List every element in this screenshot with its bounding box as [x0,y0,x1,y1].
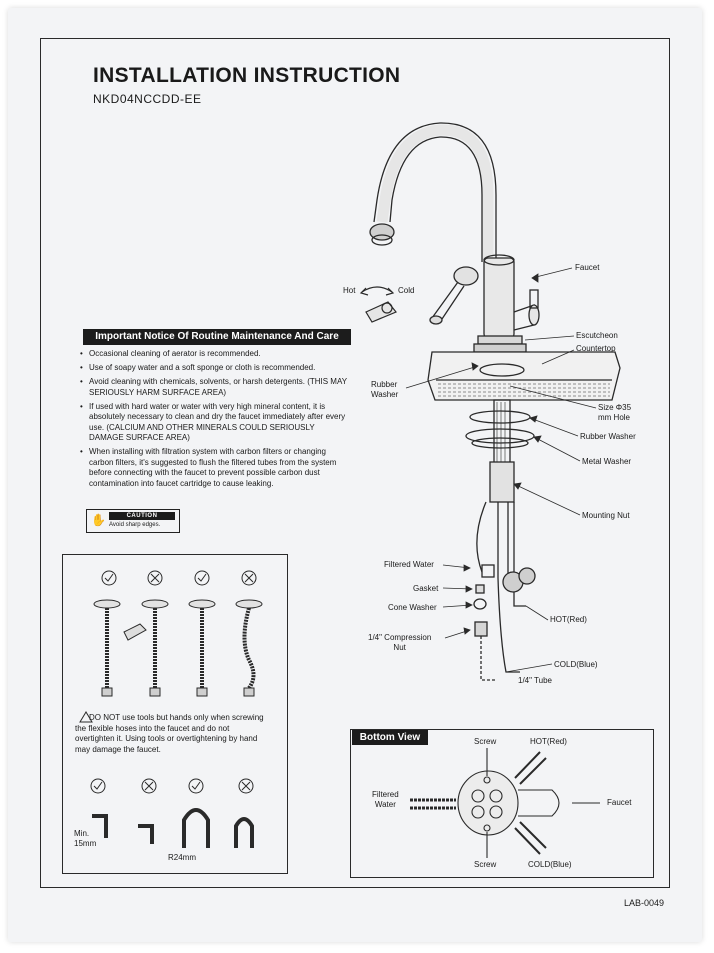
label-compression-nut: 1/4" Compression Nut [368,633,432,652]
label-mounting-nut: Mounting Nut [582,511,630,520]
hand-icon: ✋ [91,513,106,527]
caution-badge: ✋ CAUTION Avoid sharp edges. [86,509,180,533]
bv-label-filtered-water: Filtered Water [372,790,399,809]
maintenance-notice-list: Occasional cleaning of aerator is recomm… [80,349,350,493]
page-frame [40,38,670,888]
hose-handling-panel [62,554,288,874]
bend-radius-label: R24mm [168,853,197,862]
bv-label-faucet: Faucet [607,798,632,807]
label-quarter-inch-tube: 1/4" Tube [518,676,552,685]
hose-warning-text: DO NOT use tools but hands only when scr… [75,713,270,755]
label-cone-washer: Cone Washer [388,603,437,612]
model-number: NKD04NCCDD-EE [93,92,202,106]
notice-item: Avoid cleaning with chemicals, solvents,… [80,377,350,398]
notice-item: When installing with filtration system w… [80,447,350,489]
label-cold: Cold [398,286,415,295]
caution-text: Avoid sharp edges. [109,522,161,528]
notice-item: Use of soapy water and a soft sponge or … [80,363,350,374]
bottom-view-panel [350,729,654,878]
document-code: LAB-0049 [624,898,665,908]
label-escutcheon: Escutcheon [576,331,618,340]
bv-label-screw-top: Screw [474,737,497,746]
bottom-view-heading: Bottom View [352,730,428,745]
label-hole-size: Size Φ35 mm Hole [598,403,632,422]
label-rubber-washer-left: Rubber Washer [371,380,399,399]
label-hot-red: HOT(Red) [550,615,587,624]
document-title: INSTALLATION INSTRUCTION [93,64,401,87]
label-hot: Hot [343,286,356,295]
label-gasket: Gasket [413,584,439,593]
label-rubber-washer: Rubber Washer [580,432,636,441]
bv-label-hot-red: HOT(Red) [530,737,567,746]
notice-heading: Important Notice Of Routine Maintenance … [83,329,351,345]
caution-title: CAUTION [109,512,175,520]
label-metal-washer: Metal Washer [582,457,632,466]
label-cold-blue: COLD(Blue) [554,660,598,669]
bv-label-cold-blue: COLD(Blue) [528,860,572,869]
label-countertop: Countertop [576,344,616,353]
label-filtered-water: Filtered Water [384,560,434,569]
hose-warning-body: DO NOT use tools but hands only when scr… [75,713,264,754]
bv-label-screw-bottom: Screw [474,860,497,869]
min-bend-label: Min. 15mm [74,829,97,848]
notice-item: If used with hard water or water with ve… [80,402,350,444]
notice-item: Occasional cleaning of aerator is recomm… [80,349,350,360]
label-faucet: Faucet [575,263,600,272]
